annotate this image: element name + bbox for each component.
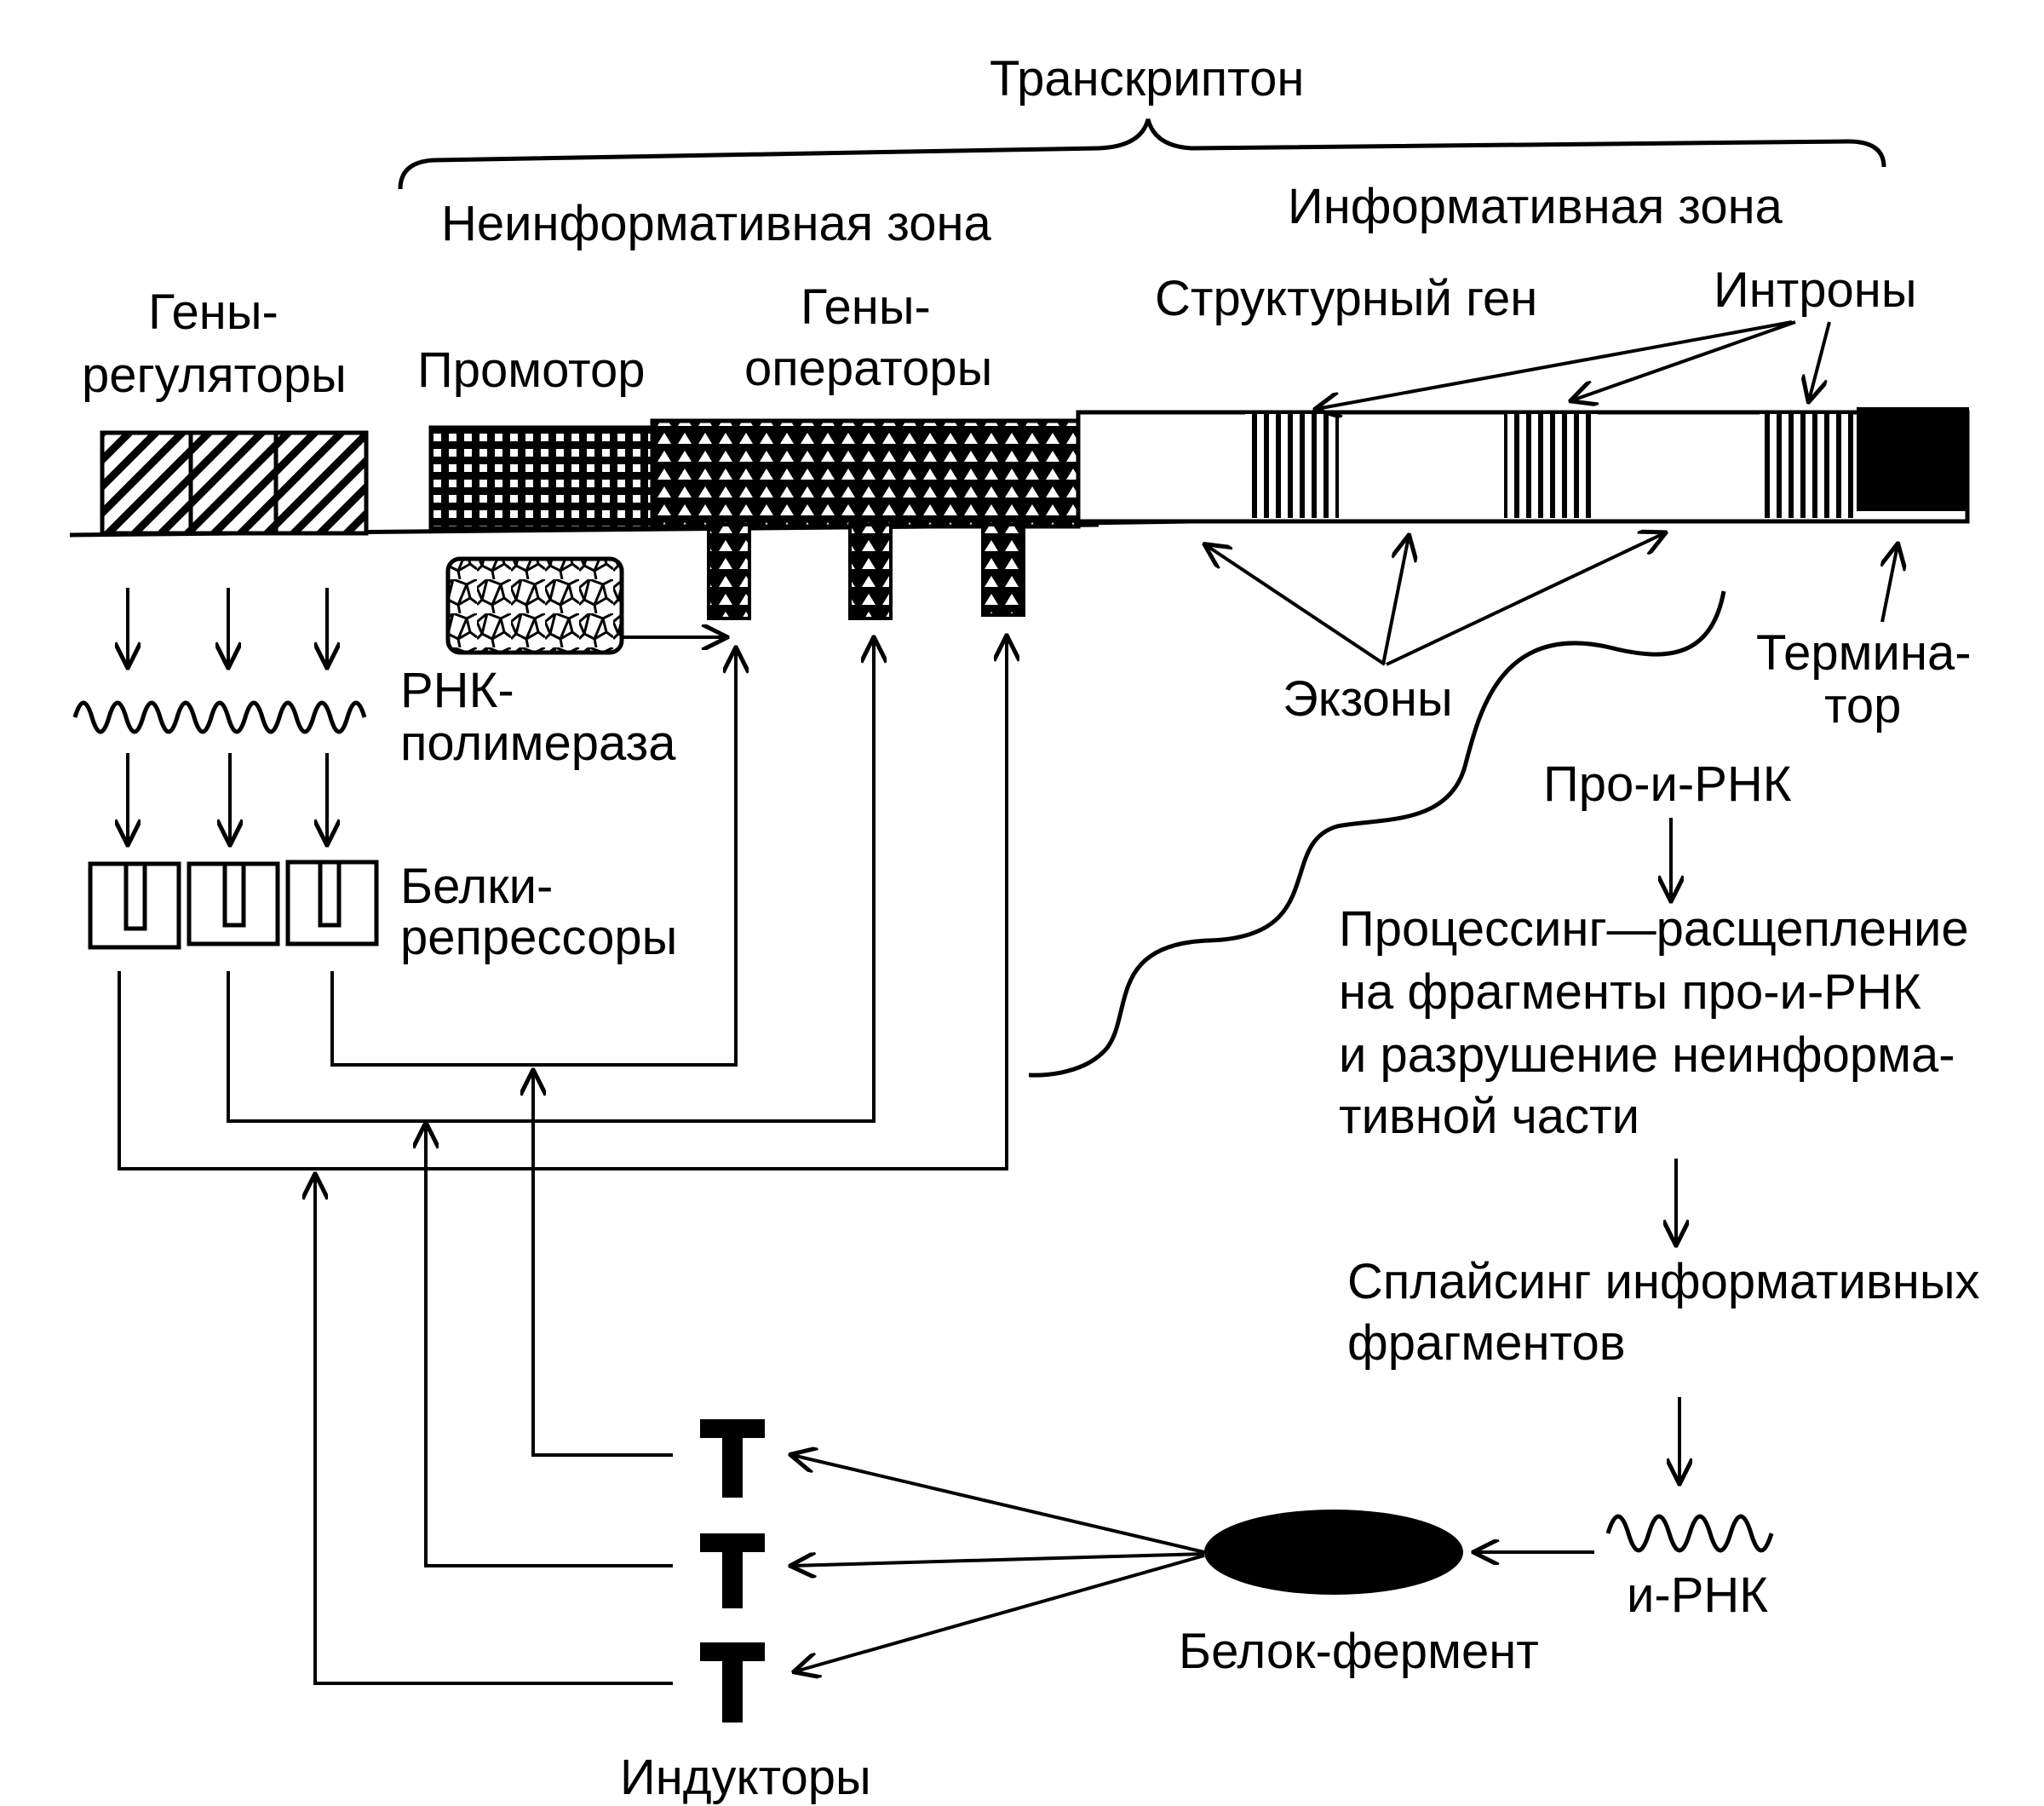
inducer-path-1 [533,1072,673,1457]
regulator-mrna-wave [72,700,367,734]
processing-line-3: и разрушение неинформа- [1339,1027,1955,1083]
intron-3 [1760,414,1853,518]
repressor-path-1 [118,637,1007,1170]
rna-polymerase-label-1: РНК- [400,663,514,718]
enzyme-protein [1204,1510,1463,1595]
enzyme-protein-label: Белок-фермент [1179,1624,1539,1679]
pro-mrna-label: Про-и-РНК [1543,756,1792,812]
regulator-genes-label-2: регуляторы [82,348,347,403]
terminator-label-2: тор [1824,678,1901,733]
repressor-path-2 [227,639,874,1123]
informative-zone-label: Информативная зона [1288,179,1783,234]
structural-gene-strip [1076,407,1970,524]
mrna-wave [1605,1514,1774,1553]
terminator-label-1: Термина- [1756,625,1972,681]
regulator-genes-label-1: Гены- [148,285,278,340]
promoter-label: Промотор [417,342,646,398]
inducer-path-3 [315,1176,673,1685]
inducer-path-2 [426,1124,673,1567]
transcripton-label: Транскриптон [990,51,1304,106]
repressor-protein-1 [88,861,181,950]
operator-stub-3 [981,523,1025,617]
repressor-protein-2 [187,861,280,946]
repressor-path-3 [330,649,736,1067]
introns-label: Интроны [1714,262,1917,318]
rna-polymerase-block [445,556,624,655]
pro-mrna-strand [1028,590,1726,1078]
processing-line-4: тивной части [1339,1089,1639,1144]
operator-genes-label-1: Гены- [801,279,931,335]
terminator-block [1857,407,1969,511]
regulator-genes-block [100,430,369,536]
inducer-3 [700,1642,765,1723]
operator-genes-label-2: операторы [744,341,992,396]
intron-1 [1245,414,1339,518]
inducer-1 [700,1419,765,1498]
repressor-proteins-label-2: репрессоры [400,910,677,965]
mrna-label: и-РНК [1627,1567,1768,1623]
splicing-line-2: фрагментов [1347,1315,1626,1371]
exons-label: Экзоны [1283,671,1453,727]
processing-line-1: Процессинг—расщепление [1339,901,1969,957]
intron-2 [1504,414,1598,518]
processing-line-2: на фрагменты про-и-РНК [1339,964,1921,1020]
operator-genes-block [650,418,1081,529]
operator-stub-1 [707,523,751,620]
repressor-protein-3 [285,860,379,946]
inducer-2 [700,1533,765,1608]
noninformative-zone-label: Неинформативная зона [441,196,991,251]
transcripton-brace [398,118,1886,190]
repressor-proteins-label-1: Белки- [400,859,553,914]
promoter-block [428,425,657,531]
operator-stub-2 [848,523,893,620]
rna-polymerase-label-2: полимераза [400,716,676,771]
splicing-line-1: Сплайсинг информативных [1347,1254,1980,1309]
inducers-label: Индукторы [620,1750,871,1805]
structural-gene-label: Структурный ген [1155,271,1537,326]
